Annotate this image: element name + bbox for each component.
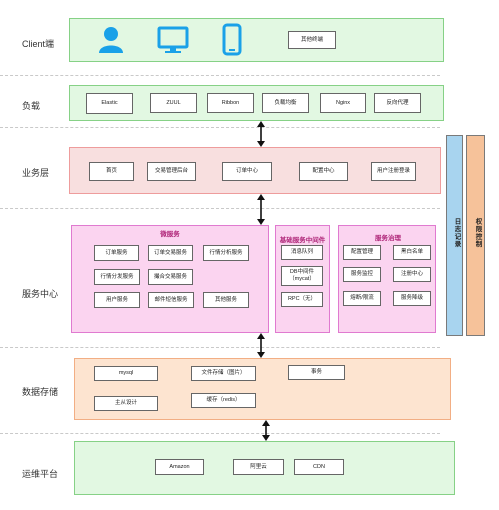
gov-box-config-management: 配置管理	[343, 245, 381, 260]
storage-box-file-storage: 文件存储（图片）	[191, 366, 256, 381]
business-box-user-register-login: 用户注册登录	[371, 162, 416, 181]
divider	[0, 433, 440, 434]
gov-box-registry-center: 注册中心	[393, 267, 431, 282]
storage-box-cache-redis: 缓存（redis）	[191, 393, 256, 408]
business-box-home: 首页	[89, 162, 134, 181]
ms-box-other-service: 其他服务	[203, 292, 249, 308]
double-arrow-icon	[262, 420, 270, 441]
monitor-icon	[157, 26, 189, 53]
client-panel	[69, 18, 444, 62]
user-icon	[99, 27, 123, 53]
log-record-bar	[446, 135, 463, 336]
mobile-phone-icon	[222, 23, 242, 56]
load-box-reverse-proxy: 反向代理	[374, 93, 421, 113]
middleware-title: 基础服务中间件	[279, 237, 326, 244]
ms-box-market-distribution-service: 行情分发服务	[94, 269, 140, 285]
load-box-zuul: ZUUL	[150, 93, 197, 113]
divider	[0, 75, 440, 76]
permission-control-label: 权限控制	[474, 218, 481, 248]
ops-box-amazon: Amazon	[155, 459, 204, 475]
ms-box-user-service: 用户服务	[94, 292, 140, 308]
ms-box-matching-trade-service: 撮合交易服务	[148, 269, 193, 285]
other-terminal-box: 其他终端	[288, 31, 336, 49]
load-box-ribbon: Ribbon	[207, 93, 254, 113]
ms-box-mail-sms-service: 邮件短信服务	[148, 292, 194, 308]
layer-label-service-center: 服务中心	[22, 289, 59, 299]
governance-title: 服务治理	[375, 235, 401, 242]
gov-box-service-degradation: 服务降级	[393, 291, 431, 306]
gov-box-service-monitoring: 服务监控	[343, 267, 381, 282]
business-box-trade-admin: 交易管理后台	[147, 162, 196, 181]
gov-box-circuit-breaker: 熔断/限流	[343, 291, 381, 306]
load-box-nginx: Nginx	[320, 93, 366, 113]
gov-box-blacklist-whitelist: 黑白名单	[393, 245, 431, 260]
mw-db-line2: （mycat）	[289, 276, 315, 282]
ops-box-cdn: CDN	[294, 459, 344, 475]
storage-box-transaction: 事务	[288, 365, 345, 380]
mw-box-message-queue: 消息队列	[281, 245, 323, 260]
storage-box-master-slave: 主从设计	[94, 396, 158, 411]
ms-box-market-analysis-service: 行情分析服务	[203, 245, 249, 261]
storage-box-mysql: mysql	[94, 366, 158, 381]
layer-label-business: 业务层	[22, 168, 50, 178]
layer-label-client: Client端	[22, 39, 55, 49]
load-box-elastic: Elastic	[86, 93, 133, 114]
divider	[0, 347, 440, 348]
divider	[0, 208, 440, 209]
business-box-order-center: 订单中心	[222, 162, 272, 181]
layer-label-ops: 运维平台	[22, 469, 59, 479]
mw-db-line1: DB中间件	[289, 269, 315, 275]
ms-box-order-trade-service: 订单交易服务	[148, 245, 193, 261]
layer-label-load: 负载	[22, 101, 41, 111]
divider	[0, 127, 440, 128]
permission-control-bar	[466, 135, 485, 336]
microservices-title: 微服务	[160, 231, 180, 238]
business-box-config-center: 配置中心	[299, 162, 348, 181]
mw-box-rpc: RPC（无）	[281, 292, 323, 307]
ms-box-order-service: 订单服务	[94, 245, 139, 261]
layer-label-storage: 数据存储	[22, 387, 59, 397]
double-arrow-icon	[257, 121, 265, 147]
ops-box-aliyun: 阿里云	[233, 459, 284, 475]
load-box-load-balancing: 负载均衡	[262, 93, 309, 113]
double-arrow-icon	[257, 333, 265, 358]
log-record-label: 日志记录	[453, 218, 460, 248]
mw-box-db-middleware: DB中间件 （mycat）	[281, 266, 323, 286]
double-arrow-icon	[257, 194, 265, 225]
